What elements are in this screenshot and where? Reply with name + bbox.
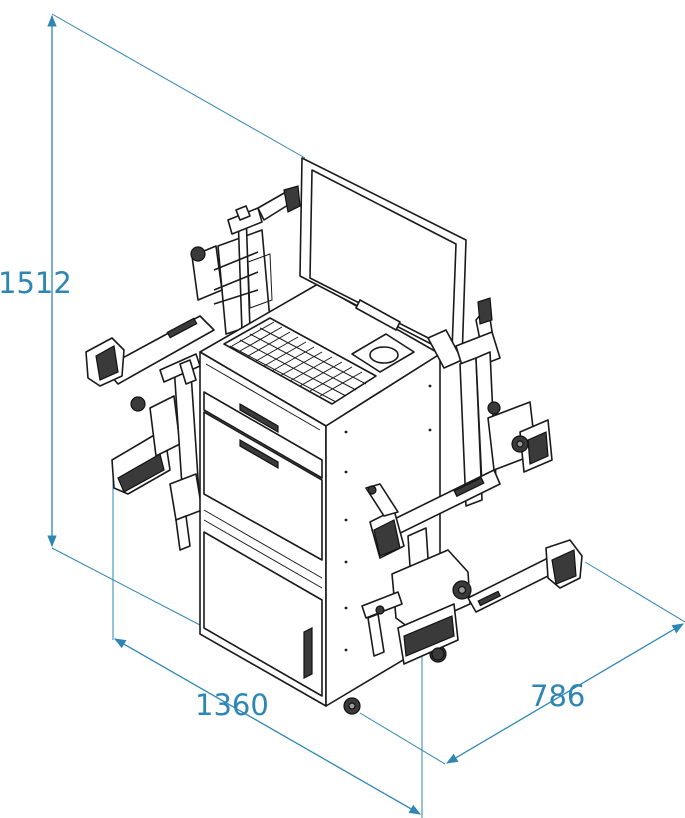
front-right-long-arm — [467, 539, 583, 613]
rear-left-sensor-arm — [85, 315, 215, 387]
mouse — [369, 346, 399, 364]
dimension-width-label: 1360 — [195, 688, 269, 722]
drawer-middle — [203, 411, 323, 561]
dimension-height: 1512 — [0, 13, 306, 626]
front-right-sensor-arm — [365, 469, 501, 559]
mouse-pad — [351, 333, 415, 373]
drawer-top-handle — [239, 402, 279, 434]
dimension-height-label: 1512 — [0, 266, 72, 300]
lower-door — [203, 531, 323, 697]
keyboard — [223, 317, 377, 405]
dimension-depth-label: 786 — [530, 679, 585, 713]
front-right-sensor-head — [361, 527, 472, 665]
rear-right-sensor-head — [427, 297, 553, 507]
drawer-middle-handle — [239, 438, 279, 470]
dimension-depth: 786 — [359, 561, 685, 765]
rear-left-sensor-head — [190, 185, 301, 335]
front-left-sensor-head — [111, 353, 203, 551]
dimension-width: 1360 — [112, 468, 423, 818]
lower-door-handle — [303, 627, 313, 679]
drawer-top — [203, 391, 323, 479]
